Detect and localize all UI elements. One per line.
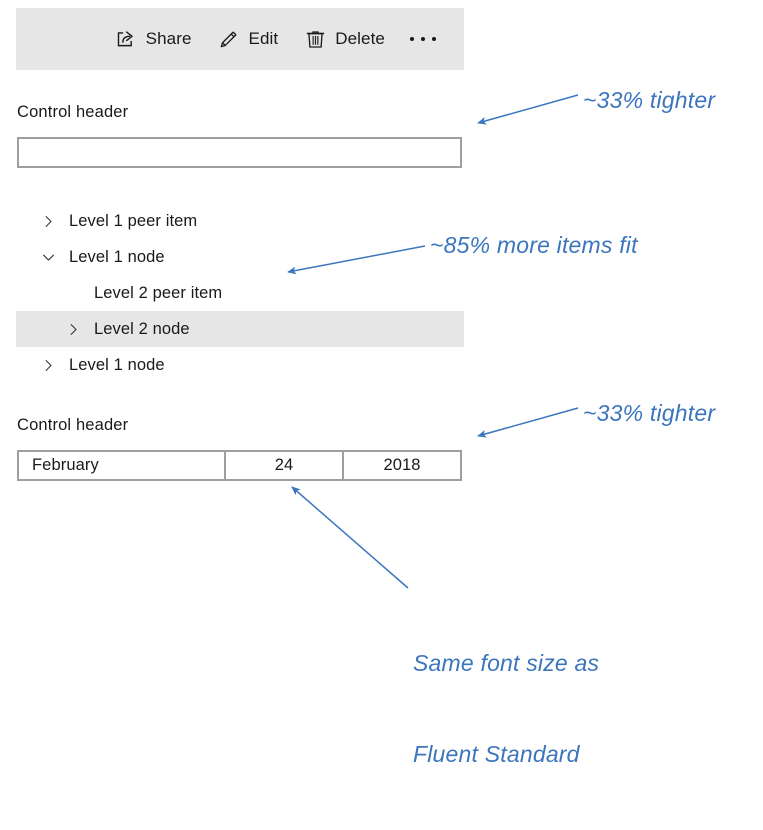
annotation-text-tighter-datepicker: ~33% tighter (583, 400, 716, 426)
annotation-text-line-2: Fluent Standard (413, 740, 580, 767)
chevron-right-icon[interactable] (38, 355, 58, 375)
tree-item-label: Level 2 node (94, 319, 190, 338)
edit-button-label: Edit (248, 29, 279, 48)
tree-item-level1-node[interactable]: Level 1 node (16, 347, 464, 383)
share-button[interactable]: Share (102, 8, 205, 70)
annotation-text-more-items-fit: ~85% more items fit (430, 232, 638, 258)
annotation-arrow-4 (291, 486, 409, 589)
date-picker-header-label: Control header (17, 416, 129, 434)
delete-button[interactable]: Delete (291, 8, 398, 70)
chevron-down-icon[interactable] (38, 247, 58, 267)
edit-button[interactable]: Edit (205, 8, 292, 70)
text-input[interactable] (17, 137, 462, 168)
date-picker-year-field[interactable]: 2018 (342, 452, 460, 479)
share-button-label: Share (145, 29, 192, 48)
annotation-text-same-font-size: Same font size as Fluent Standard (413, 587, 599, 830)
tree-item-level2-node-selected[interactable]: Level 2 node (16, 311, 464, 347)
more-ellipsis-icon (410, 37, 436, 41)
delete-icon (304, 28, 326, 50)
tree-view: Level 1 peer item Level 1 node Level 2 p… (16, 203, 464, 383)
annotation-arrow-3 (477, 407, 579, 438)
more-options-button[interactable] (398, 8, 450, 70)
date-picker: February 24 2018 (17, 450, 462, 481)
chevron-right-icon[interactable] (38, 211, 58, 231)
share-icon (115, 28, 137, 50)
date-picker-month-field[interactable]: February (32, 456, 99, 474)
text-field-header-label: Control header (17, 103, 129, 121)
annotation-arrow-1 (477, 94, 579, 125)
tree-item-label: Level 1 node (69, 247, 165, 266)
tree-item-level2-peer-item[interactable]: Level 2 peer item (16, 275, 464, 311)
annotation-text-tighter-input: ~33% tighter (583, 87, 716, 113)
date-picker-day-field[interactable]: 24 (224, 452, 342, 479)
annotation-text-line-1: Same font size as (413, 649, 600, 676)
delete-button-label: Delete (335, 29, 385, 48)
edit-icon (218, 28, 240, 50)
tree-item-label: Level 1 peer item (69, 211, 198, 230)
tree-item-level1-node-expanded[interactable]: Level 1 node (16, 239, 464, 275)
tree-item-level1-peer-item[interactable]: Level 1 peer item (16, 203, 464, 239)
tree-item-label: Level 2 peer item (94, 283, 223, 302)
chevron-right-icon[interactable] (63, 319, 83, 339)
screenshot-canvas: Share Edit (16, 8, 716, 767)
tree-item-label: Level 1 node (69, 355, 165, 374)
command-bar: Share Edit (16, 8, 464, 70)
